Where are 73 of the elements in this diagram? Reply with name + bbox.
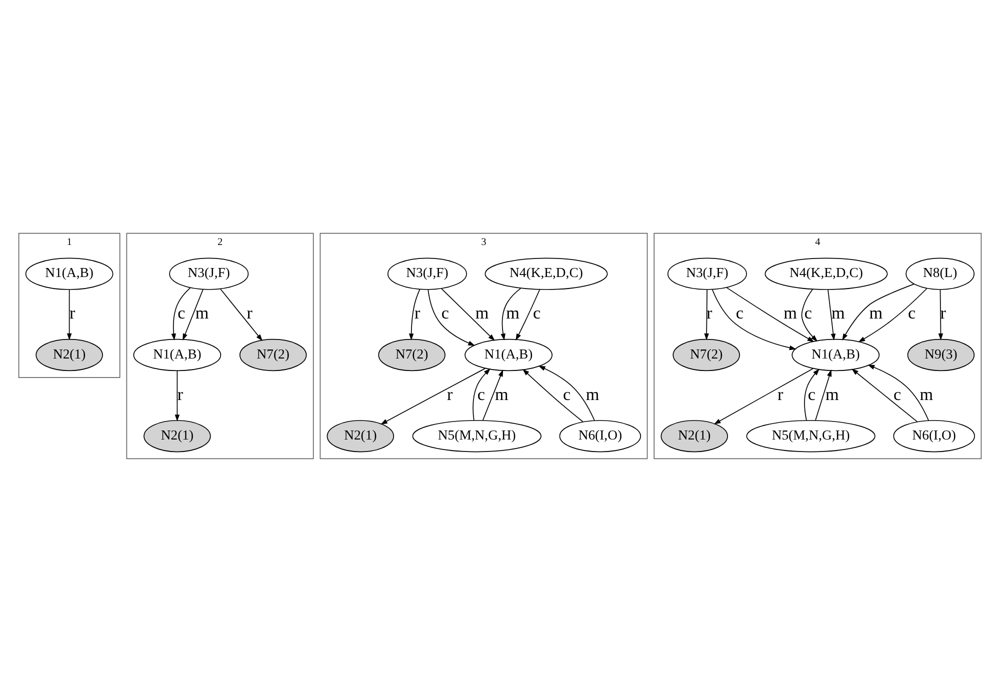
arrow — [712, 289, 796, 350]
edge-label: c — [533, 304, 541, 323]
node-ellipse: N4(K,E,D,C) — [484, 258, 608, 290]
arrow — [182, 289, 204, 340]
arrow — [516, 289, 540, 341]
node-ellipse: N3(J,F) — [387, 258, 467, 290]
edge-label: c — [441, 304, 450, 323]
node-ellipse: N8(L) — [906, 258, 975, 290]
node-ellipse: N6(I,O) — [559, 420, 642, 452]
node-ellipse: N6(I,O) — [893, 420, 975, 452]
edge-label: r — [778, 384, 784, 404]
arrow — [868, 364, 930, 421]
edge-label: r — [447, 384, 453, 404]
arrow — [804, 368, 820, 421]
edge-label: r — [706, 304, 712, 323]
node-ellipse: N1(A,B) — [133, 338, 222, 372]
arrow — [858, 288, 928, 342]
edge-label: m — [869, 304, 883, 323]
edge-label: m — [475, 304, 489, 323]
arrow — [408, 289, 420, 340]
edge-label: m — [832, 304, 845, 323]
edge-label: c — [477, 384, 485, 404]
arrow — [174, 370, 180, 422]
edge-label: r — [246, 304, 252, 323]
arrow — [815, 370, 832, 421]
arrow — [171, 287, 191, 340]
arrow — [704, 289, 709, 340]
arrow — [482, 370, 504, 421]
arrow — [428, 289, 476, 346]
edge-label: c — [736, 304, 744, 323]
node-ellipse: N2(1) — [144, 420, 211, 452]
edge-label: m — [826, 384, 839, 404]
arrow — [842, 284, 914, 340]
arrow — [714, 368, 814, 424]
edge-label: m — [495, 384, 508, 404]
arrow — [500, 288, 522, 340]
edge-label: c — [908, 304, 916, 323]
edge-label: c — [808, 384, 816, 404]
node-ellipse: N1(A,B) — [25, 258, 114, 290]
node-ellipse: N7(2) — [672, 338, 740, 372]
arrow — [66, 289, 72, 340]
edge-label: m — [195, 304, 209, 323]
edge-label: r — [177, 384, 184, 404]
node-ellipse: N5(M,N,G,H) — [412, 420, 542, 452]
arrow — [522, 368, 584, 422]
arrow — [220, 288, 263, 342]
edge-label: c — [804, 304, 812, 323]
node-ellipse: N9(3) — [907, 338, 975, 372]
arrow — [538, 366, 595, 421]
arrow — [726, 287, 814, 342]
arrow — [472, 368, 491, 421]
edge-label: m — [920, 384, 934, 404]
arrow — [801, 288, 818, 342]
node-ellipse: N2(1) — [660, 420, 728, 452]
node-ellipse: N4(K,E,D,C) — [764, 258, 888, 290]
node-ellipse: N2(1) — [36, 338, 103, 372]
node-ellipse: N3(J,F) — [169, 258, 249, 290]
edge-label: m — [506, 304, 520, 323]
edge-label: m — [586, 384, 600, 404]
edge-label: c — [178, 304, 186, 323]
edge-label: r — [414, 304, 420, 323]
arrow — [380, 368, 486, 425]
arrow — [828, 289, 836, 341]
edge-label: r — [69, 304, 76, 323]
node-ellipse: N7(2) — [378, 338, 446, 372]
node-ellipse: N3(J,F) — [667, 258, 747, 290]
node-ellipse: N7(2) — [239, 338, 307, 372]
edge-label: c — [893, 384, 902, 404]
edge-label: c — [562, 384, 571, 404]
arrow — [852, 368, 918, 422]
node-ellipse: N5(M,N,G,H) — [746, 420, 876, 452]
arrow — [440, 288, 495, 341]
edge-label: m — [784, 304, 797, 323]
